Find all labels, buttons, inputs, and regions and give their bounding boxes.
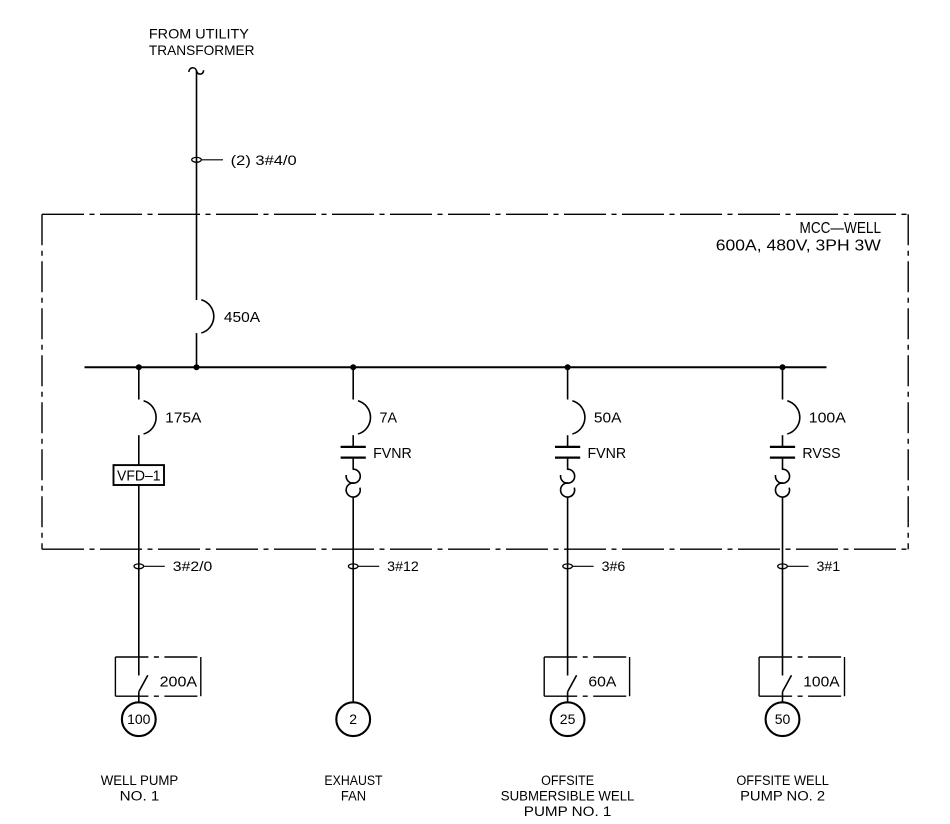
svg-text:7A: 7A: [380, 409, 398, 426]
svg-text:FAN: FAN: [341, 788, 366, 803]
svg-text:100A: 100A: [809, 409, 846, 426]
svg-text:PUMP NO. 2: PUMP NO. 2: [740, 788, 825, 803]
svg-text:3#2/0: 3#2/0: [173, 558, 213, 574]
svg-text:PUMP NO. 1: PUMP NO. 1: [524, 804, 612, 819]
svg-text:3#12: 3#12: [387, 558, 419, 574]
svg-text:2: 2: [349, 711, 357, 727]
svg-text:100: 100: [127, 711, 151, 727]
svg-text:RVSS: RVSS: [802, 445, 840, 462]
svg-text:MCC—WELL: MCC—WELL: [800, 220, 882, 237]
svg-text:100A: 100A: [803, 673, 839, 690]
svg-text:OFFSITE WELL: OFFSITE WELL: [736, 773, 829, 788]
svg-text:175A: 175A: [165, 409, 201, 426]
svg-text:VFD–1: VFD–1: [117, 467, 161, 484]
svg-text:FVNR: FVNR: [588, 445, 627, 462]
svg-text:TRANSFORMER: TRANSFORMER: [149, 42, 255, 58]
svg-text:600A, 480V, 3PH 3W: 600A, 480V, 3PH 3W: [716, 237, 882, 254]
svg-text:25: 25: [560, 711, 576, 727]
svg-text:WELL PUMP: WELL PUMP: [101, 773, 179, 788]
svg-text:3#6: 3#6: [602, 558, 626, 574]
svg-text:FROM UTILITY: FROM UTILITY: [149, 26, 250, 42]
svg-text:(2) 3#4/0: (2) 3#4/0: [231, 152, 297, 168]
svg-text:200A: 200A: [160, 673, 198, 690]
svg-text:50: 50: [775, 711, 791, 727]
svg-text:3#1: 3#1: [817, 558, 841, 574]
svg-text:FVNR: FVNR: [373, 445, 412, 462]
svg-text:SUBMERSIBLE WELL: SUBMERSIBLE WELL: [501, 788, 635, 803]
svg-text:60A: 60A: [588, 673, 616, 690]
svg-text:NO. 1: NO. 1: [120, 788, 160, 803]
svg-text:OFFSITE: OFFSITE: [541, 773, 594, 788]
svg-text:EXHAUST: EXHAUST: [324, 773, 382, 788]
svg-text:450A: 450A: [224, 309, 260, 326]
svg-text:50A: 50A: [594, 409, 622, 426]
